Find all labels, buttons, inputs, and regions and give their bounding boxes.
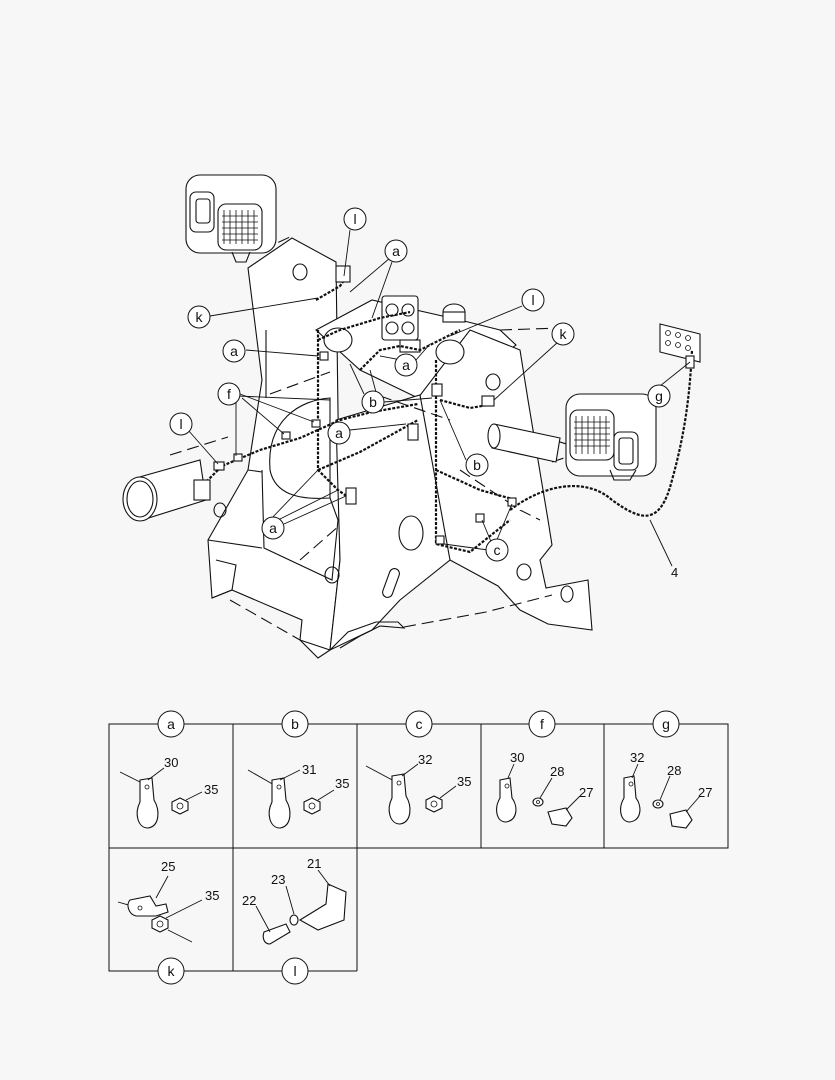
callout-c-bottom: c [485, 538, 509, 562]
svg-text:28: 28 [550, 764, 564, 779]
svg-text:f: f [227, 386, 231, 402]
svg-text:l: l [531, 292, 534, 308]
detail-g: g 32 28 27 [620, 710, 712, 829]
cylinder-right [487, 423, 561, 463]
svg-text:g: g [655, 388, 663, 404]
svg-text:30: 30 [164, 755, 178, 770]
svg-text:21: 21 [307, 856, 321, 871]
callout-b-right: b [465, 453, 489, 477]
main-callouts: l a k l k a a f b l a b a c g 4 [169, 207, 678, 580]
callout-k-right: k [551, 322, 575, 346]
svg-text:35: 35 [457, 774, 471, 789]
svg-text:b: b [369, 394, 377, 410]
callout-a-center: a [394, 353, 418, 377]
callout-a-bottom: a [261, 516, 285, 540]
worklight-top-left [185, 174, 277, 263]
svg-text:27: 27 [698, 785, 712, 800]
svg-text:l: l [179, 416, 182, 432]
harness-clamps [193, 265, 695, 545]
svg-text:k: k [560, 326, 568, 342]
worklight-right [565, 393, 657, 481]
harness-number-label: 4 [671, 565, 678, 580]
svg-text:27: 27 [579, 785, 593, 800]
callout-l-right: l [521, 288, 545, 312]
callout-a-left: a [222, 339, 246, 363]
detail-b: b 31 35 [247, 710, 349, 829]
svg-text:25: 25 [161, 859, 175, 874]
svg-text:23: 23 [271, 872, 285, 887]
svg-text:28: 28 [667, 763, 681, 778]
detail-f: f 30 28 27 [496, 710, 593, 827]
callout-a-top: a [384, 239, 408, 263]
svg-text:c: c [494, 542, 501, 558]
svg-text:a: a [167, 716, 175, 732]
svg-text:c: c [416, 716, 423, 732]
svg-text:l: l [353, 211, 356, 227]
svg-text:b: b [291, 716, 299, 732]
svg-text:32: 32 [418, 752, 432, 767]
svg-text:k: k [196, 309, 204, 325]
svg-text:22: 22 [242, 893, 256, 908]
callout-l-left: l [169, 412, 193, 436]
connector-plate [659, 323, 701, 363]
svg-text:a: a [230, 343, 238, 359]
callout-l-top: l [343, 207, 367, 231]
svg-text:30: 30 [510, 750, 524, 765]
detail-k: k 25 35 [117, 859, 219, 985]
detail-c: c 32 35 [365, 710, 471, 825]
gauge-cluster [323, 295, 466, 365]
svg-text:a: a [269, 520, 277, 536]
detail-a: a 30 35 [119, 710, 218, 829]
callout-b-center: b [361, 390, 385, 414]
svg-text:35: 35 [205, 888, 219, 903]
svg-text:l: l [293, 963, 296, 979]
callout-g-right: g [647, 384, 671, 408]
callout-f-left: f [217, 382, 241, 406]
svg-text:32: 32 [630, 750, 644, 765]
detail-l: l 21 23 22 [242, 856, 347, 985]
svg-text:b: b [473, 457, 481, 473]
svg-text:a: a [335, 425, 343, 441]
svg-text:a: a [402, 357, 410, 373]
svg-text:31: 31 [302, 762, 316, 777]
svg-text:35: 35 [335, 776, 349, 791]
svg-text:g: g [662, 716, 670, 732]
callout-a-mid: a [327, 421, 351, 445]
svg-text:a: a [392, 243, 400, 259]
svg-text:f: f [540, 716, 544, 732]
main-leaders [187, 229, 691, 567]
svg-text:k: k [168, 963, 176, 979]
svg-text:35: 35 [204, 782, 218, 797]
callout-k-left: k [187, 305, 211, 329]
